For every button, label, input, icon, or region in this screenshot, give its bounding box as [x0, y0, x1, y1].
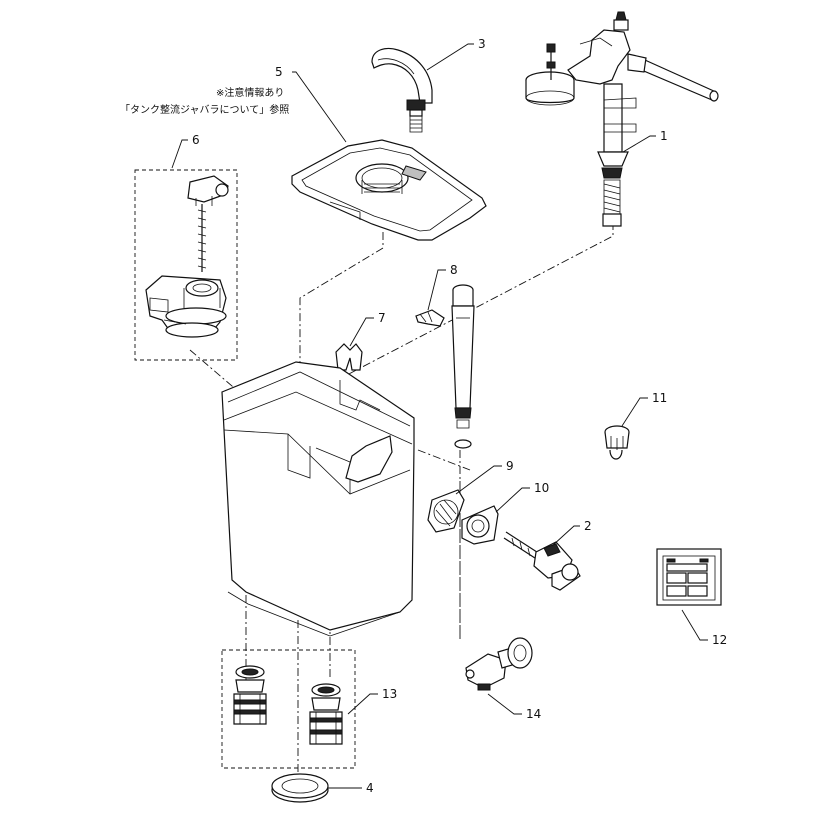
part-3-handle — [371, 47, 433, 133]
part-1-fill-valve — [525, 11, 719, 227]
callout-labels: 3 5 1 6 8 7 11 9 10 2 12 13 14 4 — [192, 37, 727, 795]
callout-2: 2 — [584, 519, 592, 533]
caution-note: ※注意情報あり 「タンク整流ジャバラについて」参照 — [120, 86, 289, 116]
part-13-mounting-feet — [221, 649, 356, 769]
tank-body — [221, 361, 415, 637]
callout-14: 14 — [526, 707, 541, 721]
callout-10: 10 — [534, 481, 549, 495]
part-6-flush-valve — [134, 169, 238, 361]
note-line-2: 「タンク整流ジャバラについて」参照 — [120, 103, 289, 116]
callout-12: 12 — [712, 633, 727, 647]
callout-6: 6 — [192, 133, 200, 147]
part-4-gasket — [271, 773, 329, 803]
leader-lines — [171, 43, 708, 789]
part-2-lever-assembly — [503, 531, 581, 591]
part-12-remote-panel — [656, 548, 722, 606]
part-14-valve — [465, 637, 533, 691]
callout-5: 5 — [275, 65, 283, 79]
callout-8: 8 — [450, 263, 458, 277]
callout-11: 11 — [652, 391, 667, 405]
part-10-plate — [461, 505, 499, 545]
callout-13: 13 — [382, 687, 397, 701]
part-7-bracket — [335, 343, 363, 371]
note-line-1: ※注意情報あり — [216, 86, 284, 99]
part-8-clip — [415, 309, 445, 327]
part-5-tank-lid — [291, 139, 487, 241]
callout-4: 4 — [366, 781, 374, 795]
callout-3: 3 — [478, 37, 486, 51]
callout-9: 9 — [506, 459, 514, 473]
part-9-gasket — [427, 489, 465, 533]
callout-7: 7 — [378, 311, 386, 325]
overflow-pipe — [451, 284, 475, 449]
callout-1: 1 — [660, 129, 668, 143]
part-11-cap — [604, 425, 630, 460]
